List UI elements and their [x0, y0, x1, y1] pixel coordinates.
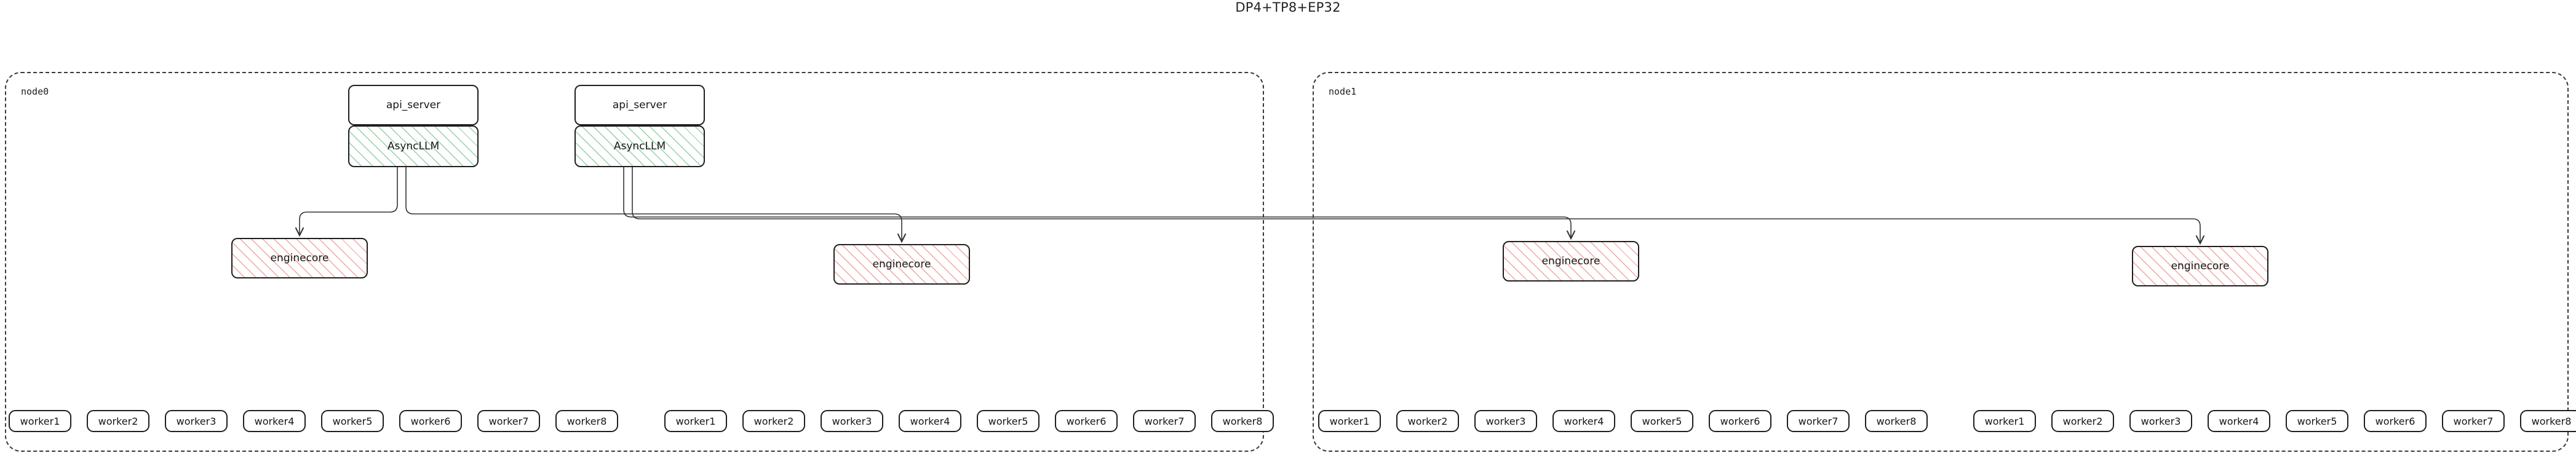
node0-api-server-1-label: api_server [612, 99, 667, 111]
cluster-label-node1: node1 [1329, 86, 1357, 97]
node0-group0-worker6[interactable]: worker6 [399, 410, 462, 432]
node0-group1-worker3[interactable]: worker3 [821, 410, 883, 432]
node0-group0-worker2[interactable]: worker2 [87, 410, 149, 432]
node0-group1-worker4[interactable]: worker4 [899, 410, 961, 432]
node0-group1-worker1[interactable]: worker1 [664, 410, 727, 432]
cluster-node1[interactable] [1313, 72, 2569, 452]
node0-group0-worker1[interactable]: worker1 [9, 410, 71, 432]
cluster-node0[interactable] [5, 72, 1264, 452]
node0-asyncllm-0-label: AsyncLLM [387, 140, 440, 152]
node0-group0-worker4[interactable]: worker4 [243, 410, 306, 432]
node0-group0-worker7[interactable]: worker7 [477, 410, 540, 432]
node0-group1-worker8[interactable]: worker8 [1211, 410, 1274, 432]
node0-enginecore-1[interactable]: enginecore [833, 244, 970, 285]
cluster-label-node0: node0 [21, 86, 49, 97]
node0-api-server-0-label: api_server [386, 99, 441, 111]
node1-group0-worker2[interactable]: worker2 [1396, 410, 1459, 432]
node0-group1-worker7[interactable]: worker7 [1133, 410, 1196, 432]
node1-group0-worker1[interactable]: worker1 [1318, 410, 1381, 432]
node1-enginecore-1-label: enginecore [2171, 260, 2230, 272]
node0-group0-worker5[interactable]: worker5 [321, 410, 384, 432]
node1-group1-worker8[interactable]: worker8 [2520, 410, 2576, 432]
node0-asyncllm-1[interactable]: AsyncLLM [574, 125, 705, 167]
node1-group0-worker7[interactable]: worker7 [1787, 410, 1850, 432]
node1-enginecore-1[interactable]: enginecore [2132, 246, 2268, 286]
node1-group0-worker4[interactable]: worker4 [1552, 410, 1615, 432]
node1-group1-worker4[interactable]: worker4 [2208, 410, 2270, 432]
node1-group0-worker5[interactable]: worker5 [1631, 410, 1693, 432]
node0-group1-worker6[interactable]: worker6 [1055, 410, 1118, 432]
node1-group0-worker3[interactable]: worker3 [1474, 410, 1537, 432]
node0-group0-worker3[interactable]: worker3 [165, 410, 228, 432]
node1-group1-worker6[interactable]: worker6 [2364, 410, 2427, 432]
node0-group1-worker5[interactable]: worker5 [977, 410, 1040, 432]
node1-enginecore-0-label: enginecore [1541, 255, 1600, 267]
node1-group1-worker3[interactable]: worker3 [2129, 410, 2192, 432]
node0-api-server-1[interactable]: api_server [574, 85, 705, 125]
node0-group1-worker2[interactable]: worker2 [742, 410, 805, 432]
node1-group1-worker7[interactable]: worker7 [2442, 410, 2505, 432]
node1-group1-worker2[interactable]: worker2 [2051, 410, 2114, 432]
node0-asyncllm-1-label: AsyncLLM [613, 140, 666, 152]
node0-asyncllm-0[interactable]: AsyncLLM [348, 125, 479, 167]
node0-enginecore-1-label: enginecore [872, 258, 931, 270]
node0-api-server-0[interactable]: api_server [348, 85, 479, 125]
node0-enginecore-0[interactable]: enginecore [231, 238, 368, 278]
node1-group1-worker1[interactable]: worker1 [1973, 410, 2036, 432]
node1-group0-worker8[interactable]: worker8 [1865, 410, 1928, 432]
node1-enginecore-0[interactable]: enginecore [1503, 241, 1639, 282]
page-title: DP4+TP8+EP32 [1235, 0, 1341, 15]
node0-enginecore-0-label: enginecore [270, 252, 329, 264]
node1-group0-worker6[interactable]: worker6 [1709, 410, 1771, 432]
node1-group1-worker5[interactable]: worker5 [2286, 410, 2348, 432]
node0-group0-worker8[interactable]: worker8 [555, 410, 618, 432]
